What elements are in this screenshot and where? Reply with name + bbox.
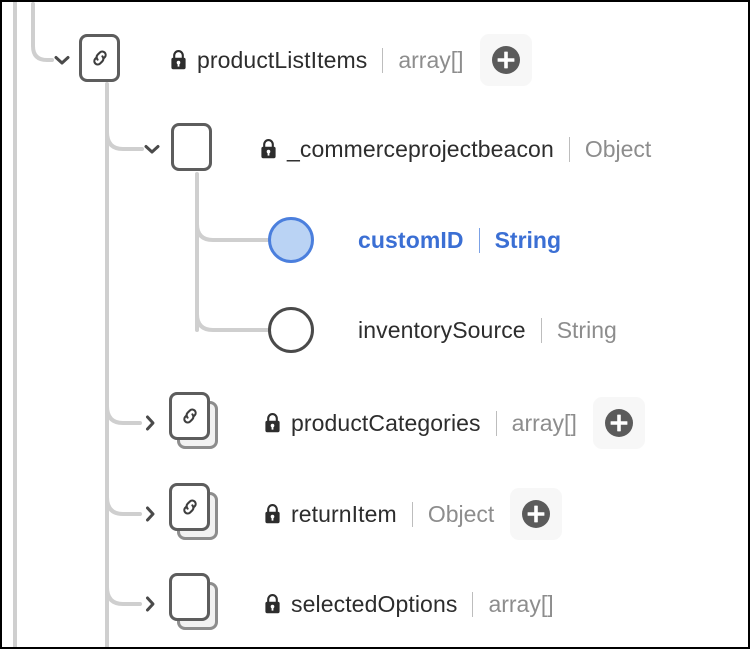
node-box-commerceprojectbeacon[interactable] bbox=[171, 123, 215, 175]
lock-icon bbox=[263, 503, 282, 525]
field-name: returnItem bbox=[291, 500, 397, 527]
link-icon bbox=[169, 483, 210, 531]
label-divider bbox=[495, 410, 497, 436]
row-label-productListItems: productListItems array[] bbox=[197, 47, 464, 74]
label-divider bbox=[568, 136, 570, 162]
tree-row-selectedOptions[interactable]: selectedOptions array[] bbox=[140, 573, 554, 635]
chevron-down-icon[interactable] bbox=[142, 139, 162, 159]
tree-row-productCategories[interactable]: productCategories array[] bbox=[140, 392, 645, 454]
field-name: productListItems bbox=[197, 46, 368, 73]
field-type: array[] bbox=[511, 409, 577, 436]
row-label-customID: customID String bbox=[358, 227, 561, 254]
field-name: _commerceprojectbeacon bbox=[287, 135, 554, 162]
link-icon bbox=[79, 34, 120, 82]
add-item-button-productListItems[interactable] bbox=[479, 34, 532, 86]
add-item-button-returnItem[interactable] bbox=[510, 488, 563, 540]
empty-node-icon bbox=[171, 123, 212, 171]
lock-icon bbox=[259, 138, 278, 160]
chevron-down-icon[interactable] bbox=[52, 50, 72, 70]
field-type: String bbox=[556, 316, 617, 343]
tree-row-customID[interactable]: customID String bbox=[268, 212, 561, 268]
field-type: array[] bbox=[398, 46, 464, 73]
field-type: Object bbox=[584, 135, 652, 162]
node-circle-inventorySource[interactable] bbox=[268, 307, 314, 353]
row-label-commerceprojectbeacon: _commerceprojectbeacon Object bbox=[287, 136, 651, 163]
node-circle-customID[interactable] bbox=[268, 217, 314, 263]
label-divider bbox=[411, 501, 413, 527]
row-label-returnItem: returnItem Object bbox=[291, 501, 494, 528]
lock-icon bbox=[263, 593, 282, 615]
field-type: String bbox=[494, 226, 562, 253]
tree-row-productListItems[interactable]: productListItems array[] bbox=[52, 32, 532, 88]
tree-row-inventorySource[interactable]: inventorySource String bbox=[268, 302, 617, 358]
add-item-button-productCategories[interactable] bbox=[592, 397, 645, 449]
field-type: Object bbox=[427, 500, 495, 527]
link-icon bbox=[169, 392, 210, 440]
label-divider bbox=[478, 227, 480, 253]
node-box-selectedOptions[interactable] bbox=[169, 573, 225, 635]
lock-icon bbox=[263, 412, 282, 434]
tree-row-commerceprojectbeacon[interactable]: _commerceprojectbeacon Object bbox=[142, 121, 651, 177]
row-label-inventorySource: inventorySource String bbox=[358, 317, 617, 344]
tree-row-returnItem[interactable]: returnItem Object bbox=[140, 483, 563, 545]
field-name: selectedOptions bbox=[291, 590, 458, 617]
row-label-productCategories: productCategories array[] bbox=[291, 410, 577, 437]
node-box-productCategories[interactable] bbox=[169, 392, 225, 454]
chevron-right-icon[interactable] bbox=[140, 413, 160, 433]
node-box-productListItems[interactable] bbox=[79, 34, 123, 86]
lock-icon bbox=[169, 49, 188, 71]
label-divider bbox=[472, 591, 474, 617]
label-divider bbox=[382, 47, 384, 73]
chevron-right-icon[interactable] bbox=[140, 504, 160, 524]
empty-node-icon bbox=[169, 573, 210, 621]
row-label-selectedOptions: selectedOptions array[] bbox=[291, 591, 554, 618]
node-box-returnItem[interactable] bbox=[169, 483, 225, 545]
field-type: array[] bbox=[488, 590, 554, 617]
label-divider bbox=[540, 317, 542, 343]
field-name: productCategories bbox=[291, 409, 481, 436]
field-name: customID bbox=[358, 226, 464, 253]
field-name: inventorySource bbox=[358, 316, 526, 343]
chevron-right-icon[interactable] bbox=[140, 594, 160, 614]
